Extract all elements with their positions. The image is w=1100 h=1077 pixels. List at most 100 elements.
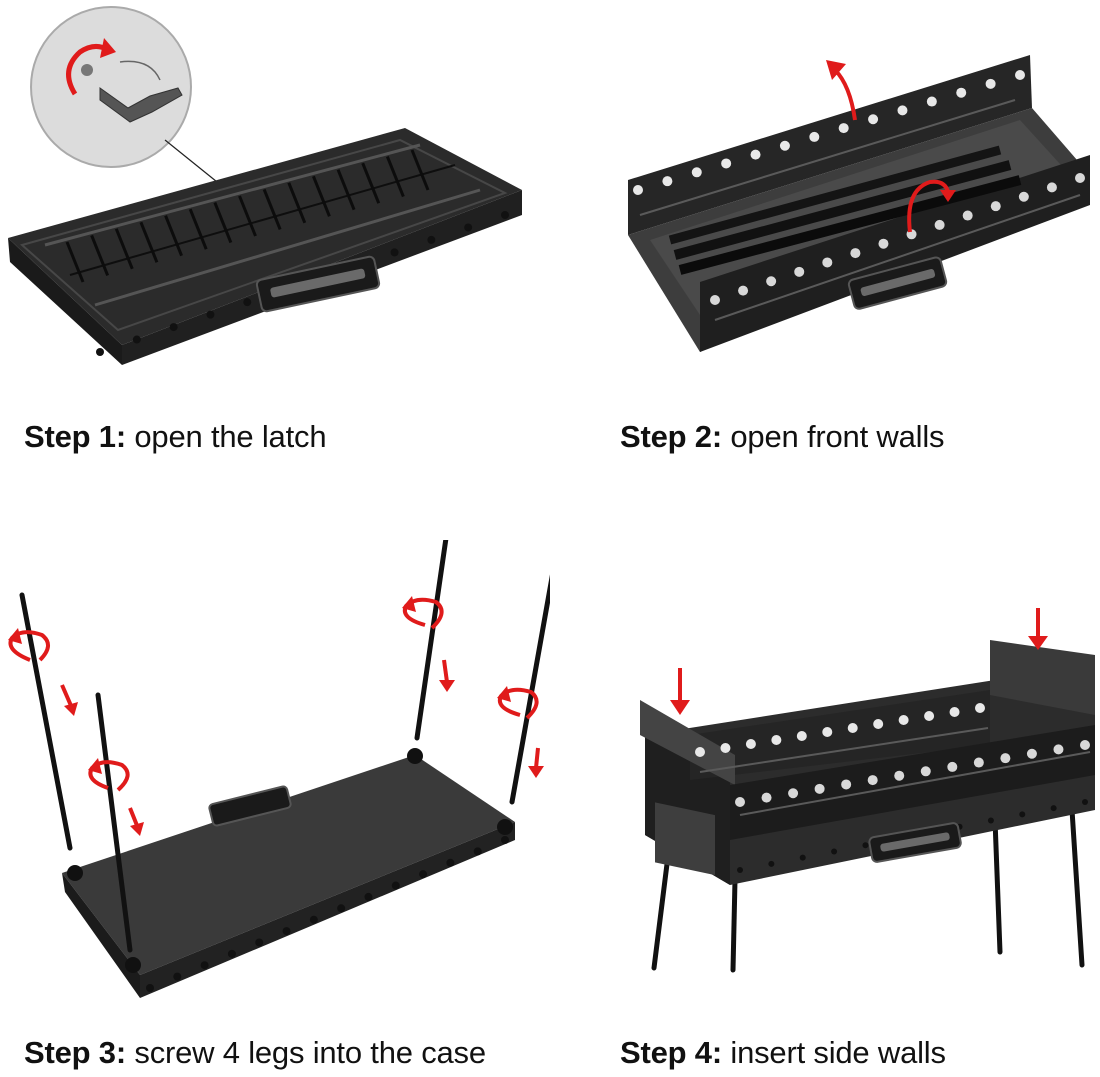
hole: [1075, 173, 1085, 183]
hole: [1082, 799, 1088, 805]
hole: [873, 719, 884, 729]
hole: [862, 842, 869, 849]
step-4-panel: Step 4: insert side walls: [550, 540, 1100, 1077]
step-4-illustration: [640, 608, 1095, 973]
hole: [206, 310, 215, 319]
hole: [975, 703, 985, 713]
hole: [809, 131, 820, 142]
step-1-panel: Step 1: open the latch: [0, 0, 550, 540]
hole: [695, 747, 705, 757]
back-wall-holes: [633, 70, 1025, 195]
hole: [985, 78, 996, 89]
hole: [924, 711, 935, 721]
skewer-slot: [287, 182, 307, 224]
hole: [897, 105, 908, 116]
hole: [390, 248, 399, 257]
hole: [633, 185, 643, 195]
latch-zoom-circle: [30, 6, 192, 168]
skewer-slot: [238, 195, 257, 237]
hole: [973, 757, 984, 768]
hole: [710, 295, 720, 305]
hole: [766, 276, 777, 287]
hole: [146, 984, 154, 992]
step-3-caption: Step 3: screw 4 legs into the case: [24, 1035, 486, 1071]
skewer-slot: [385, 156, 405, 198]
hole: [1000, 753, 1011, 764]
case-handle: [255, 255, 381, 313]
skewer-slot: [114, 228, 134, 270]
hole: [750, 149, 761, 160]
step-2-illustration: [628, 55, 1090, 352]
skewer-slot: [213, 202, 233, 244]
step-2-panel: Step 2: open front walls: [550, 0, 1100, 540]
hole: [794, 266, 805, 277]
hole: [364, 892, 373, 901]
hole: [847, 723, 858, 733]
skewer-slot: [262, 188, 282, 230]
hole: [779, 140, 790, 151]
hole: [1018, 191, 1029, 202]
hole: [956, 87, 967, 98]
step-1-illustration: [8, 6, 522, 365]
hole: [200, 961, 209, 970]
hole: [738, 285, 749, 296]
hole: [745, 739, 756, 749]
hole: [1080, 740, 1090, 750]
skewer-slot: [410, 149, 430, 191]
hole: [822, 257, 833, 268]
hole: [796, 731, 807, 741]
skewer-slot: [65, 241, 85, 283]
case-handle: [847, 256, 948, 310]
hole: [96, 348, 104, 356]
rotate-arrow-icon: [8, 628, 50, 662]
step-2-text: open front walls: [730, 419, 945, 454]
down-arrow-icon: [1028, 608, 1048, 650]
hole: [799, 854, 806, 861]
hole: [501, 836, 509, 844]
hole: [838, 123, 849, 134]
hole: [1053, 744, 1064, 755]
hole: [419, 870, 428, 879]
step-1-text: open the latch: [134, 419, 327, 454]
hole: [949, 707, 960, 717]
hole: [427, 235, 436, 244]
hole: [721, 158, 732, 169]
legs: [19, 540, 550, 953]
hole: [926, 96, 937, 107]
rotate-arrow-icon: [66, 38, 116, 96]
hole: [814, 783, 825, 794]
down-arrow-icon: [528, 747, 544, 778]
hole: [464, 223, 473, 232]
hole: [446, 858, 455, 867]
rotate-arrow-icon: [88, 758, 130, 792]
down-arrow-icon: [128, 807, 144, 836]
hole: [737, 867, 743, 873]
hole: [391, 881, 400, 890]
step-3-illustration: [8, 540, 550, 998]
skewer-slot: [361, 162, 381, 204]
step-2-caption: Step 2: open front walls: [620, 419, 945, 455]
skewer-slots: [65, 149, 430, 283]
hole: [227, 949, 236, 958]
hole: [735, 797, 745, 807]
hole: [878, 238, 889, 249]
front-wall-holes: [735, 740, 1090, 807]
hole: [1015, 70, 1025, 80]
hole: [337, 904, 346, 913]
hole: [868, 114, 879, 125]
latch-motion-line: [119, 60, 161, 81]
skewer-slot: [188, 208, 208, 250]
hole: [1019, 811, 1026, 818]
hole: [934, 219, 945, 230]
step-3-text: screw 4 legs into the case: [134, 1035, 486, 1070]
step-4-text: insert side walls: [730, 1035, 946, 1070]
hole: [947, 761, 958, 772]
hole: [768, 860, 775, 867]
hole: [841, 779, 852, 790]
hole: [761, 792, 772, 803]
hole: [1026, 748, 1037, 759]
hole: [1046, 182, 1057, 193]
hole: [920, 766, 931, 777]
leg-sockets: [67, 748, 513, 973]
hole: [822, 727, 833, 737]
